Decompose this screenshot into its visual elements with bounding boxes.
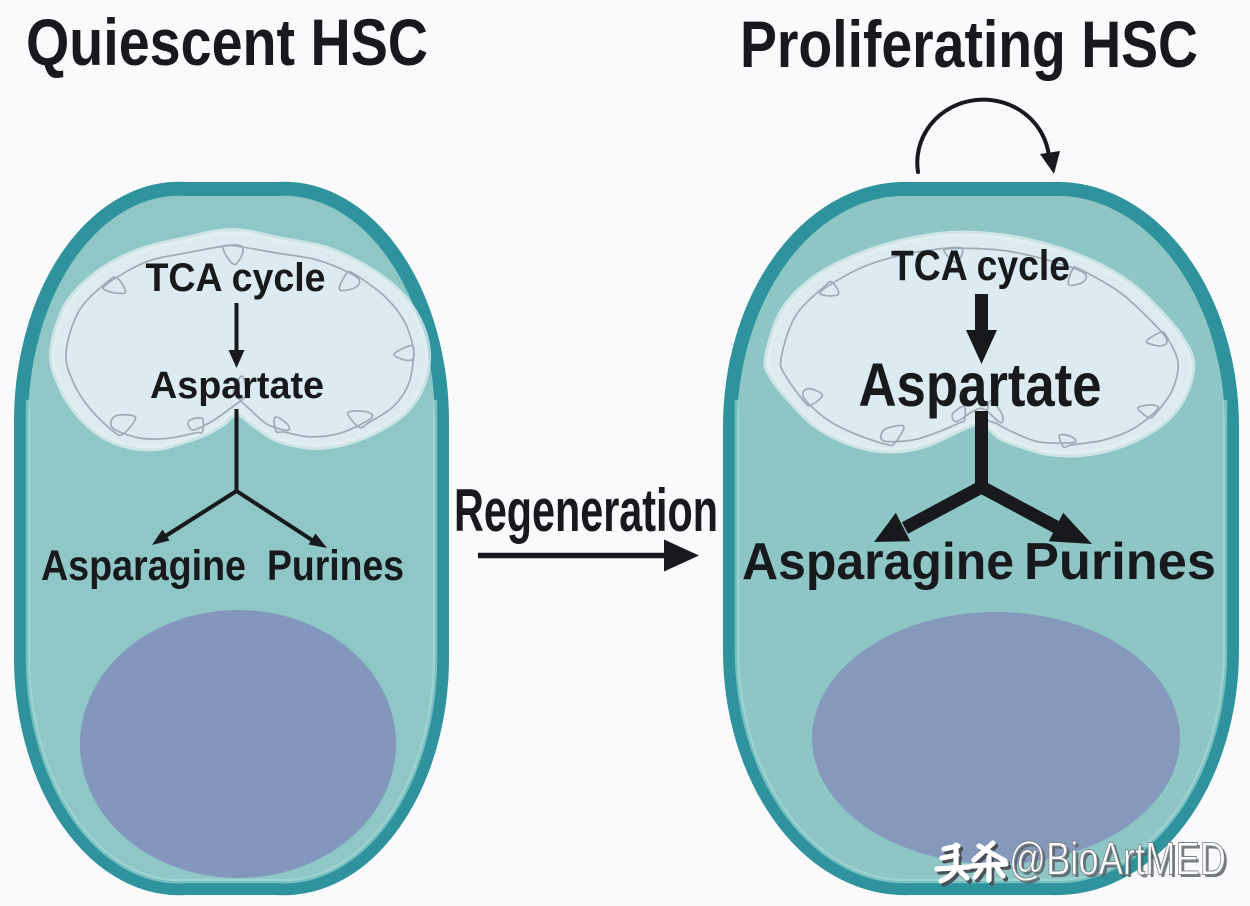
svg-text:@BioArtMED: @BioArtMED xyxy=(1012,835,1229,887)
svg-text:@BioArtMED: @BioArtMED xyxy=(1009,833,1226,885)
svg-text:Regeneration: Regeneration xyxy=(454,477,718,544)
svg-text:TCA cycle: TCA cycle xyxy=(891,242,1070,290)
svg-text:Purines: Purines xyxy=(267,542,404,590)
svg-text:Asparagine: Asparagine xyxy=(41,542,246,590)
svg-text:Proliferating HSC: Proliferating HSC xyxy=(740,7,1198,81)
svg-text:Aspartate: Aspartate xyxy=(150,365,324,407)
svg-text:Aspartate: Aspartate xyxy=(859,351,1102,419)
svg-text:Purines: Purines xyxy=(1024,533,1216,591)
svg-text:Asparagine: Asparagine xyxy=(742,533,1014,591)
svg-text:Quiescent HSC: Quiescent HSC xyxy=(26,5,428,79)
svg-text:TCA cycle: TCA cycle xyxy=(146,256,326,300)
